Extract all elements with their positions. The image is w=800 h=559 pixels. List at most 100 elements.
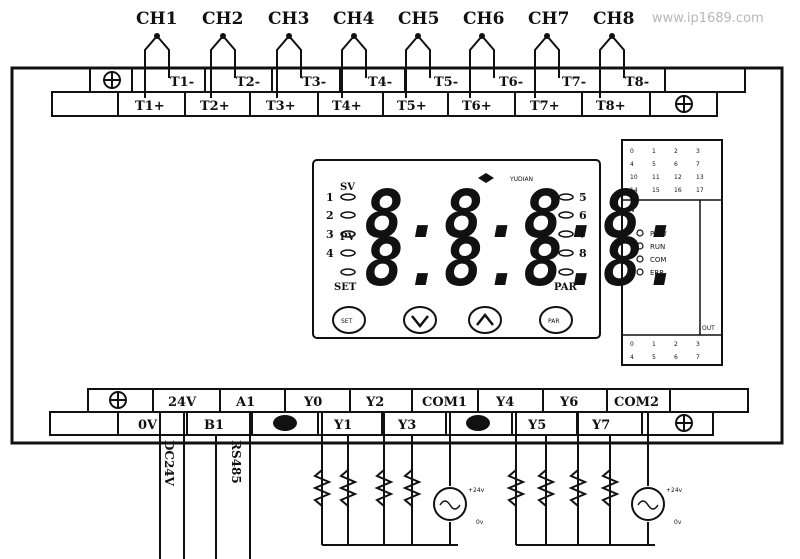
chevron-up-icon [476, 312, 494, 326]
earth-icon-top-right [675, 95, 693, 113]
brand-label: YUDIAN [509, 176, 533, 183]
channel-label-7: CH7 [528, 9, 569, 29]
supply-and-comm-wires [159, 412, 251, 559]
svg-text:5: 5 [652, 161, 656, 168]
svg-text:6: 6 [674, 354, 678, 361]
earth-icon-bottom-right [675, 414, 693, 432]
output-loads-group-1 [312, 412, 458, 546]
terminal-T2-minus: T2- [236, 75, 260, 90]
terminal-T1-minus: T1- [170, 75, 194, 90]
channel-label-3: CH3 [268, 9, 309, 29]
svg-text:1: 1 [652, 148, 656, 155]
svg-text:17: 17 [696, 187, 704, 194]
top-terminal-row-2 [51, 91, 718, 117]
source-1-plus-label: +24v [468, 487, 485, 494]
seven-segment-top: 8.8.8.8. [364, 176, 682, 253]
par-led-label: PAR [554, 282, 578, 293]
svg-text:7: 7 [696, 161, 700, 168]
chevron-down-icon [411, 315, 429, 329]
par-button[interactable]: PAR [539, 306, 573, 334]
in-label: IN [627, 206, 634, 214]
terminal-T8-minus: T8- [625, 75, 649, 90]
svg-text:12: 12 [674, 174, 682, 181]
terminal-T7-plus: T7+ [530, 99, 560, 114]
terminal-Y7: Y7 [591, 418, 610, 433]
channel-label-6: CH6 [463, 9, 504, 29]
terminal-COM2: COM2 [614, 395, 659, 410]
ac-source-1: +24v 0v [433, 487, 485, 526]
terminal-Y2: Y2 [365, 395, 384, 410]
terminal-Y0: Y0 [303, 395, 322, 410]
terminal-Y4: Y4 [495, 395, 514, 410]
svg-text:7: 7 [696, 354, 700, 361]
led-label-6: 6 [579, 209, 587, 222]
set-button[interactable]: SET [332, 306, 366, 334]
channel-label-1: CH1 [136, 9, 177, 29]
top-row-2-dividers [117, 92, 651, 116]
set-button-label: SET [341, 318, 353, 325]
svg-text:5: 5 [652, 354, 656, 361]
channel-label-8: CH8 [593, 9, 634, 29]
terminal-A1: A1 [235, 395, 255, 410]
svg-text:2: 2 [674, 341, 678, 348]
pow-led-label: POW [650, 230, 667, 238]
out-label: OUT [702, 325, 715, 332]
output-loads-group-2 [506, 412, 655, 546]
led-label-5: 5 [579, 191, 587, 204]
earth-icon-top-left [103, 71, 121, 89]
svg-text:3: 3 [696, 148, 700, 155]
terminal-COM1: COM1 [422, 395, 467, 410]
sine-wave-icon [439, 500, 461, 510]
svg-text:16: 16 [674, 187, 682, 194]
sv-label: SV [340, 182, 355, 193]
svg-text:11: 11 [652, 174, 660, 181]
channel-labels: CH1 CH2 CH3 CH4 CH5 CH6 CH7 CH8 [136, 9, 634, 29]
terminal-T5-minus: T5- [434, 75, 458, 90]
up-button[interactable] [468, 306, 502, 334]
terminal-T4-minus: T4- [368, 75, 392, 90]
led-label-7: 7 [579, 228, 587, 241]
right-indicator-leds: 5 6 7 8 [558, 191, 587, 276]
channel-label-2: CH2 [202, 9, 243, 29]
svg-text:6: 6 [674, 161, 678, 168]
terminal-T1-plus: T1+ [135, 99, 165, 114]
watermark-text: www.ip1689.com [652, 11, 764, 26]
svg-text:13: 13 [696, 174, 704, 181]
led-label-4: 4 [326, 247, 334, 260]
terminal-Y5: Y5 [527, 418, 546, 433]
led-label-2: 2 [326, 209, 334, 222]
led-label-3: 3 [326, 228, 334, 241]
rs485-label: RS485 [229, 440, 243, 484]
source-1-minus-label: 0v [476, 519, 484, 526]
rs485-label-group: RS485 [229, 440, 243, 484]
bottom-row-2-dividers [117, 412, 643, 435]
left-indicator-leds: 1 2 3 4 [326, 191, 356, 276]
bottom-row-1-labels: 24V A1 Y0 Y2 COM1 Y4 Y6 COM2 [168, 395, 659, 410]
terminal-T3-plus: T3+ [266, 99, 296, 114]
top-row-1-labels: T1- T2- T3- T4- T5- T6- T7- T8- [170, 75, 649, 90]
set-led-label: SET [334, 282, 357, 293]
source-2-minus-label: 0v [674, 519, 682, 526]
terminal-24V: 24V [168, 395, 197, 410]
terminal-T4-plus: T4+ [332, 99, 362, 114]
sine-wave-icon [637, 500, 659, 510]
terminal-Y6: Y6 [559, 395, 578, 410]
terminal-0V: 0V [138, 418, 158, 433]
terminal-T6-minus: T6- [499, 75, 523, 90]
run-led-label: RUN [650, 243, 665, 251]
svg-text:0: 0 [630, 148, 634, 155]
terminal-T5-plus: T5+ [397, 99, 427, 114]
channel-label-4: CH4 [333, 9, 375, 29]
status-leds: POW RUN COM ERR [636, 229, 667, 277]
led-label-1: 1 [326, 191, 334, 204]
dc24v-label-group: DC24V [162, 440, 176, 487]
err-led-label: ERR [650, 269, 664, 277]
svg-text:14: 14 [630, 187, 638, 194]
svg-text:1: 1 [652, 341, 656, 348]
svg-text:0: 0 [630, 341, 634, 348]
down-button[interactable] [403, 306, 437, 334]
unused-terminal-blank-1 [273, 415, 297, 431]
thermocouple-junctions [154, 33, 615, 39]
